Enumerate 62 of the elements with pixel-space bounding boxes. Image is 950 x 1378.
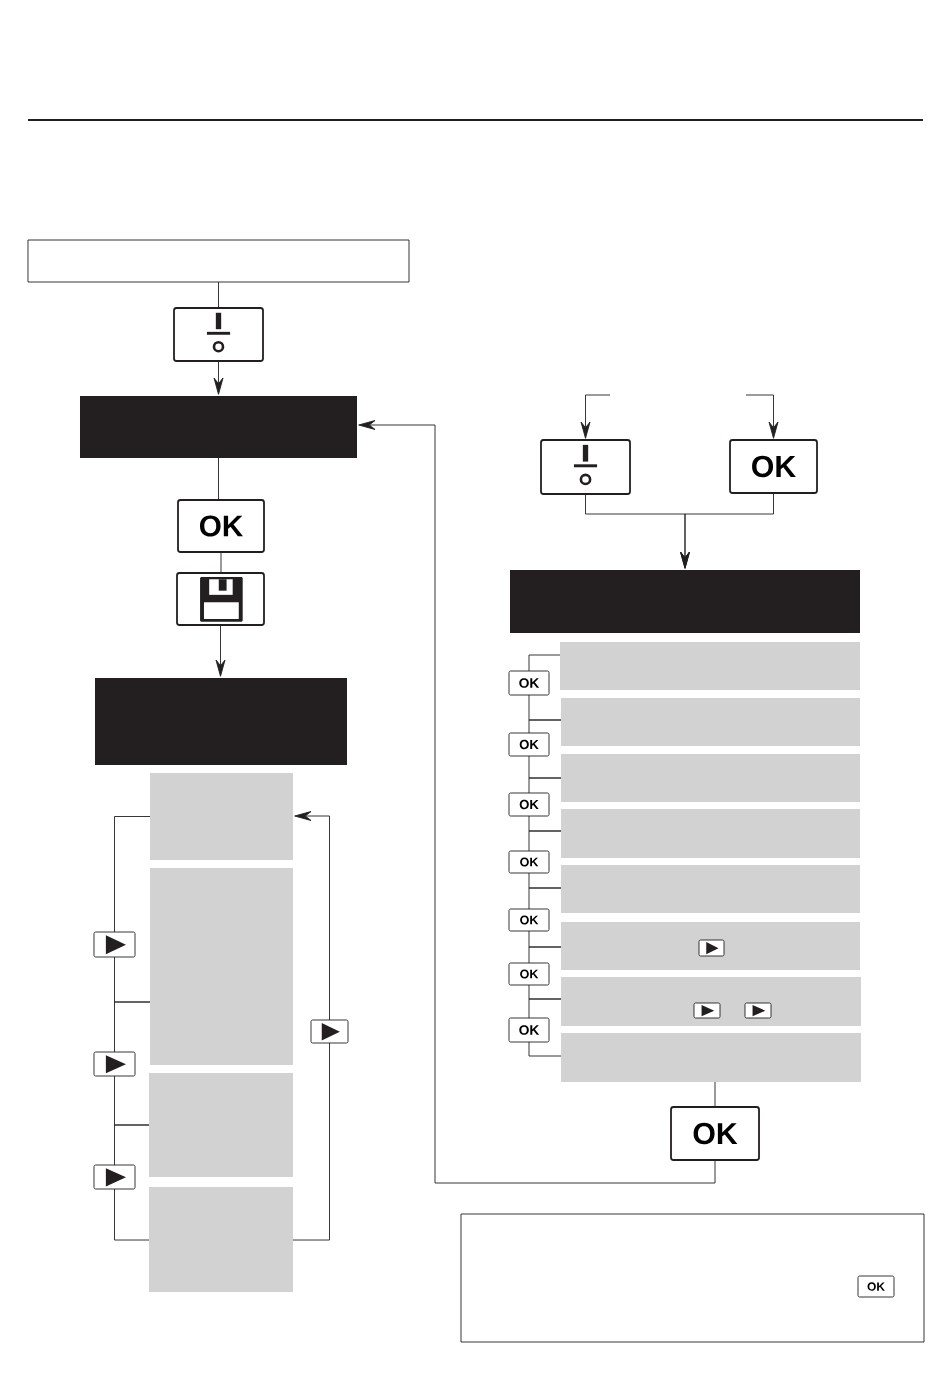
shaded-box	[561, 865, 860, 913]
shaded-box	[561, 1033, 861, 1082]
empty-box	[460, 1213, 925, 1343]
play-button-icon	[310, 1019, 349, 1044]
connector-line	[528, 654, 561, 672]
connector-line	[528, 777, 562, 794]
connector-line	[528, 1041, 562, 1057]
power-button-icon	[173, 307, 264, 362]
connector-line	[114, 1124, 150, 1166]
connector-line	[528, 830, 562, 852]
filled-box	[95, 678, 347, 765]
save-button-icon	[176, 572, 265, 626]
connector-line	[114, 816, 151, 933]
play-button-icon	[93, 931, 136, 958]
play-button-icon	[698, 939, 725, 957]
key-button: OK	[508, 670, 550, 696]
key-button: OK	[729, 439, 818, 494]
connector-line	[528, 887, 562, 910]
key-button: OK	[508, 732, 550, 757]
shaded-box	[561, 922, 860, 970]
connector-line	[114, 1188, 150, 1241]
arrow	[294, 811, 330, 1021]
shaded-box	[561, 977, 861, 1026]
key-button: OK	[508, 908, 550, 932]
arrow	[580, 394, 611, 439]
arrow	[745, 394, 779, 439]
connector-line	[528, 998, 562, 1019]
shaded-box	[149, 1187, 293, 1292]
shaded-box	[560, 642, 860, 690]
arrow	[215, 624, 226, 677]
connector-line	[220, 551, 222, 574]
filled-box	[510, 570, 860, 633]
connector-line	[114, 1001, 151, 1053]
connector-line	[218, 457, 219, 501]
connector-line	[292, 1042, 330, 1241]
connector-line	[528, 719, 562, 734]
key-button: OK	[508, 850, 550, 874]
shaded-box	[561, 698, 860, 746]
play-button-icon	[93, 1051, 136, 1077]
play-button-icon	[744, 1002, 772, 1019]
connector-line	[528, 946, 562, 964]
shaded-box	[150, 773, 293, 860]
filled-box	[80, 396, 357, 458]
key-button: OK	[508, 962, 550, 986]
shaded-box	[149, 1073, 293, 1177]
empty-box	[27, 239, 410, 283]
key-button: OK	[508, 1017, 550, 1043]
key-button: OK	[508, 792, 550, 817]
shaded-box	[561, 754, 860, 802]
power-button-icon	[540, 439, 631, 495]
play-button-icon	[93, 1164, 136, 1190]
play-button-icon	[693, 1002, 721, 1019]
arrow	[358, 420, 716, 1184]
key-button: OK	[857, 1275, 895, 1298]
arrow	[213, 360, 224, 395]
arrow	[680, 492, 774, 569]
shaded-box	[150, 868, 293, 1065]
key-button: OK	[177, 499, 265, 553]
key-button: OK	[670, 1106, 760, 1161]
connector-line	[714, 1081, 716, 1108]
connector-line	[218, 281, 219, 309]
shaded-box	[561, 809, 860, 858]
